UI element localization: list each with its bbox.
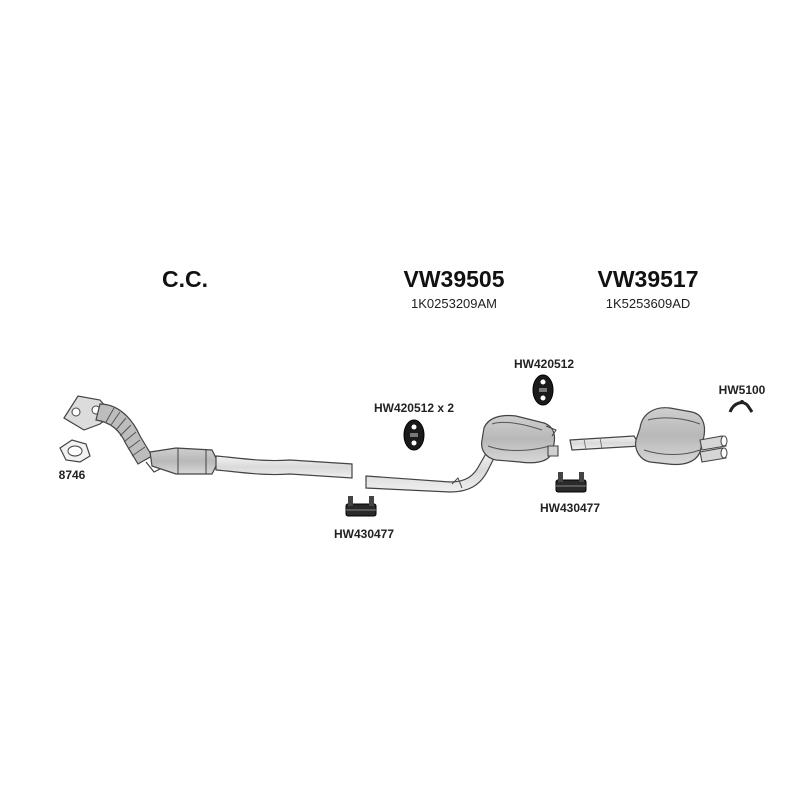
gasket-part [59,439,91,463]
mount-single-label: HW420512 [513,357,575,371]
section-title-front-silencer: VW39505 [403,266,505,292]
mount-pair-label: HW420512 x 2 [373,401,455,415]
hanger-part [728,400,754,413]
hanger-label: HW5100 [718,383,766,397]
rear-silencer-oem-number: 1K5253609AD [605,296,691,311]
rubber-mount-pair [403,419,425,451]
front-silencer-assembly [365,414,559,493]
catalytic-converter-assembly [63,395,353,479]
gasket-label: 8746 [58,468,86,482]
rubber-mount-single [532,374,554,406]
section-title-rear-silencer: VW39517 [597,266,699,292]
clamp-left-part [345,496,377,517]
rear-silencer-assembly [569,407,728,466]
clamp-right-part [555,472,587,493]
clamp-left-label: HW430477 [333,527,395,541]
front-silencer-oem-number: 1K0253209AM [410,296,498,311]
section-title-cc: C.C. [162,266,208,292]
clamp-right-label: HW430477 [539,501,601,515]
